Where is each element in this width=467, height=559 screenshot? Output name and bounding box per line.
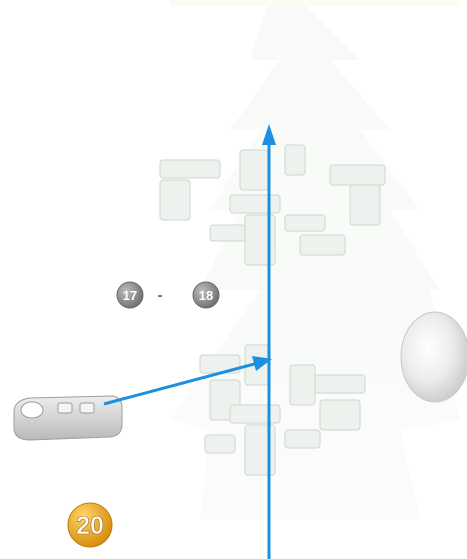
step-badge: 20 [68, 503, 112, 547]
reference-from-number: 17 [123, 288, 137, 303]
ball-part [401, 312, 467, 402]
step-number: 20 [76, 512, 104, 540]
reference-to-number: 18 [199, 288, 213, 303]
reference-separator: - [157, 287, 162, 304]
reference-steps: 17 - 18 [117, 282, 219, 308]
